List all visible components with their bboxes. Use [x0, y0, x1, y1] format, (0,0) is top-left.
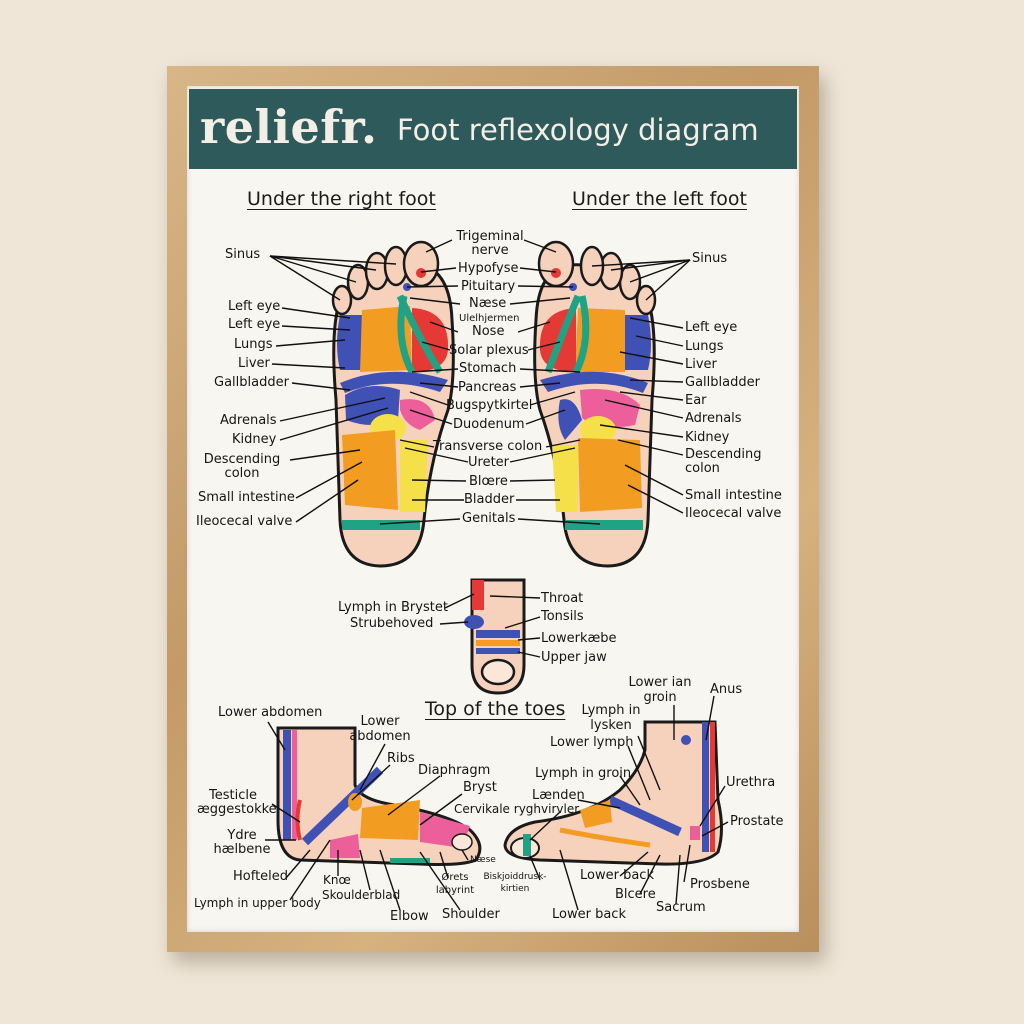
brand-logo: reliefr.	[200, 100, 378, 154]
left-foot-sole	[533, 240, 657, 568]
label-aeggestokke: æggestokke	[197, 802, 277, 817]
label-blcere: Blcere	[615, 887, 656, 902]
label-trigeminal: Trigeminal	[456, 229, 524, 244]
label-elbow: Elbow	[390, 909, 429, 924]
label-bladder: Bladder	[464, 492, 515, 507]
label-throat: Throat	[541, 591, 584, 606]
label-colon-left: colon	[685, 461, 720, 476]
label-lysken: lysken	[590, 718, 632, 733]
label-sinus-left: Sinus	[692, 251, 728, 266]
label-lymph-brystet: Lymph in Brystet	[338, 600, 448, 615]
label-lower-lymph: Lower lymph	[550, 735, 634, 750]
leader-lines	[265, 239, 729, 911]
label-tonsils: Tonsils	[541, 609, 584, 624]
label-lower-abdomen2a: Lower	[360, 714, 400, 729]
label-liver-left: Liver	[685, 357, 717, 372]
label-kidney-right: Kidney	[232, 432, 277, 447]
label-naese-center: Næse	[469, 296, 507, 311]
label-prosbene: Prosbene	[690, 877, 750, 892]
label-lymph-in: Lymph in	[581, 703, 641, 718]
right-foot-sole	[331, 240, 455, 568]
label-orets: Ørets	[441, 872, 469, 883]
label-gallbladder-right: Gallbladder	[214, 375, 289, 390]
label-sacrum: Sacrum	[656, 900, 706, 915]
label-left-eye-left: Left eye	[685, 320, 738, 335]
label-liver-right: Liver	[238, 356, 270, 371]
label-ear-left: Ear	[685, 393, 707, 408]
label-prostate: Prostate	[730, 814, 784, 829]
label-duodenum: Duodenum	[453, 417, 525, 432]
label-diaphragm: Diaphragm	[418, 763, 491, 778]
title-banner	[189, 89, 797, 169]
label-genitals: Genitals	[462, 511, 516, 526]
label-small-intestine-right: Small intestine	[198, 490, 295, 505]
label-urethra: Urethra	[726, 775, 776, 790]
label-hypofyse: Hypofyse	[458, 261, 519, 276]
label-left-eye-2: Left eye	[228, 317, 281, 332]
label-ulelhjermen: Ulelhjermen	[459, 313, 520, 324]
label-nerve: nerve	[471, 243, 509, 258]
label-ribs: Ribs	[387, 751, 415, 766]
label-stomach: Stomach	[459, 361, 517, 376]
label-skulderblad: Skoulderblad	[322, 888, 401, 902]
label-lower-back: Lower back	[580, 868, 654, 883]
label-pancreas: Pancreas	[458, 380, 517, 395]
label-blaere: Blœre	[469, 474, 508, 489]
label-testicle: Testicle	[209, 788, 257, 803]
label-adrenals-right: Adrenals	[220, 413, 277, 428]
label-ileocecal-right: Ileocecal valve	[196, 514, 293, 529]
label-bugspytkirtel: Bugspytkirtel	[446, 398, 533, 413]
label-ileocecal-left: Ileocecal valve	[685, 506, 782, 521]
label-hofteled: Hofteled	[233, 869, 289, 884]
poster-title: Foot reflexology diagram	[397, 113, 759, 147]
label-small-intestine-left: Small intestine	[685, 488, 782, 503]
label-colon-right: colon	[224, 466, 260, 481]
label-labyrint: labyrint	[435, 885, 475, 896]
label-lower-back-2: Lower back	[552, 907, 626, 922]
label-kirtien: kirtien	[500, 884, 530, 894]
label-left-eye-1: Left eye	[228, 299, 281, 314]
label-strubehoved: Strubehoved	[350, 616, 434, 631]
heading-top-toes: Top of the toes	[425, 698, 566, 720]
label-knae: Knœ	[323, 873, 351, 887]
label-ureter: Ureter	[468, 455, 510, 470]
label-naese-side: Næse	[470, 855, 496, 865]
label-adrenals-left: Adrenals	[685, 411, 742, 426]
label-lungs-right: Lungs	[234, 337, 273, 352]
label-biskjoid: Biskjoiddrusk-	[483, 872, 547, 882]
label-cervikale: Cervikale ryghvirvler	[454, 802, 580, 816]
label-lower-abdomen: Lower abdomen	[218, 705, 323, 720]
label-kidney-left: Kidney	[685, 430, 730, 445]
label-ydre: Ydre	[227, 828, 257, 843]
label-anus: Anus	[710, 682, 743, 697]
label-bryst: Bryst	[463, 780, 497, 795]
label-shoulder: Shoulder	[442, 907, 500, 922]
label-lymph-in-groin: Lymph in groin	[535, 766, 632, 781]
label-solar-plexus: Solar plexus	[449, 343, 529, 358]
label-pituitary: Pituitary	[461, 279, 516, 294]
label-lower-abdomen2b: abdomen	[349, 729, 411, 744]
label-lowerkaebe: Lowerkæbe	[541, 631, 617, 646]
label-lymph-upper-body: Lymph in upper body	[194, 896, 321, 910]
label-upper-jaw: Upper jaw	[541, 650, 607, 665]
label-descending-left: Descending	[685, 447, 762, 462]
label-descending-right: Descending	[203, 452, 281, 467]
toe-front-view	[464, 578, 526, 695]
label-transverse-colon: Transverse colon	[433, 439, 543, 454]
side-foot-inner	[276, 726, 482, 866]
label-lower-ian: Lower ian	[628, 675, 692, 690]
label-haelbene: hælbene	[213, 842, 271, 857]
label-nose: Nose	[472, 324, 505, 339]
label-groin: groin	[643, 690, 677, 705]
heading-left-foot: Under the left foot	[572, 188, 747, 210]
heading-right-foot: Under the right foot	[247, 188, 436, 210]
side-foot-outer	[503, 720, 723, 866]
label-sinus-right: Sinus	[225, 247, 261, 262]
label-laenden: Lænden	[532, 788, 585, 803]
label-gallbladder-left: Gallbladder	[685, 375, 760, 390]
label-lungs-left: Lungs	[685, 339, 724, 354]
